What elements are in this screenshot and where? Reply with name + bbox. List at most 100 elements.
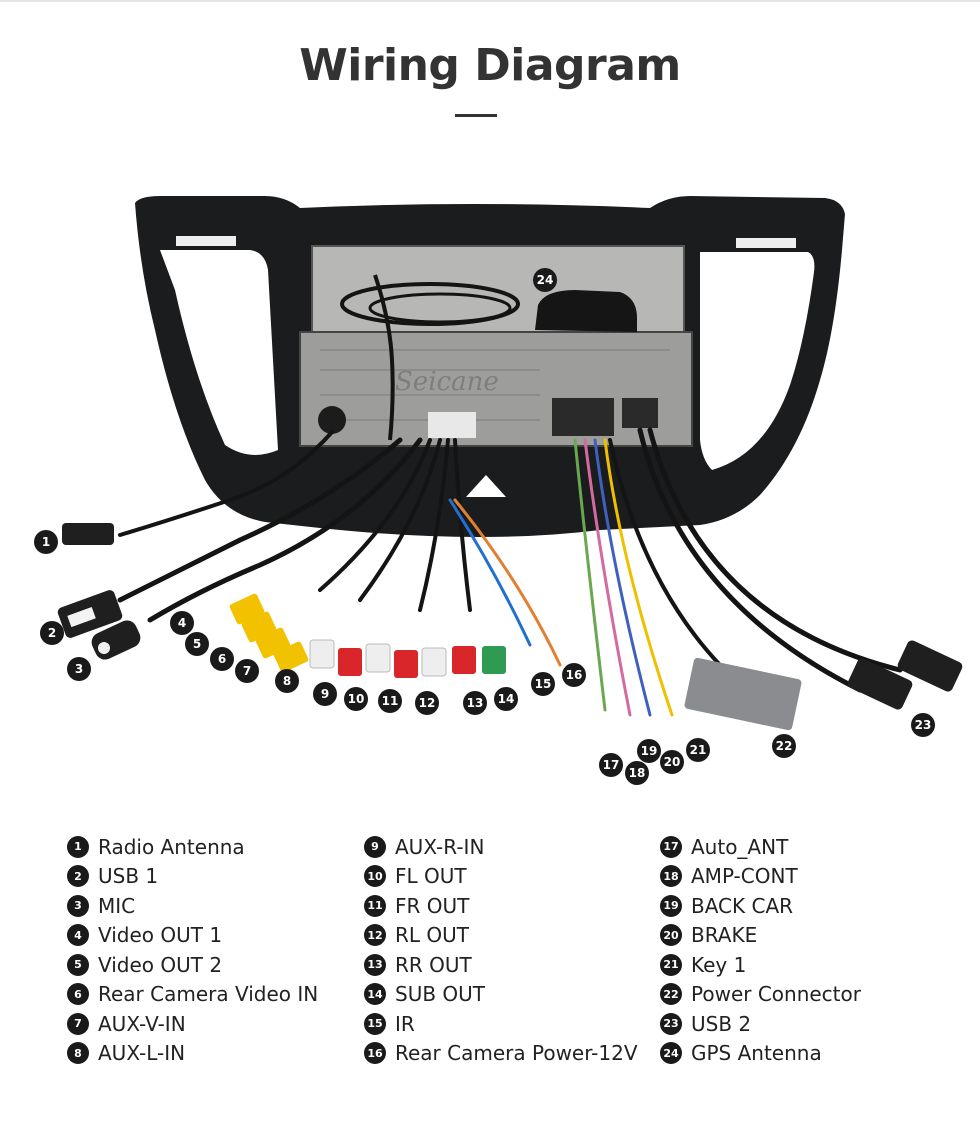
legend-label: Video OUT 2 [98, 952, 223, 977]
callout-5: 5 [185, 632, 209, 656]
rca-white-2 [365, 643, 391, 673]
legend-number: 4 [67, 924, 89, 947]
legend-label: AUX-V-IN [98, 1011, 186, 1036]
power-wires-2 [583, 438, 632, 717]
legend-number: 8 [67, 1042, 89, 1065]
power-connector-plug [684, 657, 802, 731]
callout-14: 14 [494, 687, 518, 711]
gps-cable-coil [340, 282, 520, 326]
callout-23: 23 [911, 713, 935, 737]
rca-white-1 [309, 639, 335, 669]
callout-17: 17 [599, 753, 623, 777]
power-wires [573, 438, 607, 712]
legend-label: FR OUT [395, 893, 470, 918]
callout-6: 6 [210, 647, 234, 671]
callout-21: 21 [686, 738, 710, 762]
legend-label: GPS Antenna [691, 1041, 822, 1066]
rca-connectors [229, 593, 506, 678]
legend-label: RL OUT [395, 923, 469, 948]
legend-label: SUB OUT [395, 982, 486, 1007]
legend-item: 12 RL OUT [364, 921, 638, 951]
watermark-text: Seicane [395, 367, 499, 397]
power-wires-3 [593, 438, 652, 717]
frame-slot-right [736, 238, 796, 248]
harness-connector-left [428, 412, 476, 438]
title-underline [455, 114, 497, 117]
power-connector-cable [608, 438, 722, 667]
callout-16: 16 [562, 663, 586, 687]
callout-12: 12 [415, 691, 439, 715]
radio-antenna-plug [62, 523, 114, 545]
legend-item: 22 Power Connector [660, 980, 861, 1010]
legend-item: 4 Video OUT 1 [67, 921, 318, 951]
callout-3: 3 [67, 657, 91, 681]
page-title: Wiring Diagram [299, 40, 681, 91]
callout-13: 13 [463, 691, 487, 715]
legend-item: 8 AUX-L-IN [67, 1039, 318, 1069]
frame-right-cutout [700, 252, 815, 470]
antenna-cable [118, 430, 334, 537]
callout-4: 4 [170, 611, 194, 635]
legend-number: 14 [364, 983, 386, 1006]
legend-label: AUX-L-IN [98, 1041, 186, 1066]
legend-label: BACK CAR [691, 893, 794, 918]
rca-yellow-4 [273, 641, 309, 673]
callout-1: 1 [34, 530, 58, 554]
callout-11: 11 [378, 689, 402, 713]
legend-label: Video OUT 1 [98, 923, 223, 948]
legend-label: BRAKE [691, 923, 758, 948]
power-harness-connector [552, 398, 614, 436]
gps-cable-coil-2 [368, 292, 512, 324]
rca-red-3 [452, 646, 476, 674]
legend-item: 19 BACK CAR [660, 891, 861, 921]
rca-red-1 [338, 648, 362, 676]
callout-22: 22 [772, 734, 796, 758]
legend-number: 13 [364, 953, 386, 976]
radio-antenna-jack [318, 406, 346, 434]
center-arrow-marker [466, 475, 506, 497]
legend-number: 23 [660, 1012, 682, 1035]
rca-white-3 [421, 647, 447, 677]
legend-label: Rear Camera Power-12V [395, 1041, 638, 1066]
legend-number: 10 [364, 865, 386, 888]
legend-label: Power Connector [691, 982, 861, 1007]
legend-item: 14 SUB OUT [364, 980, 638, 1010]
callout-20: 20 [660, 750, 684, 774]
ir-cable [448, 498, 532, 647]
legend-number: 12 [364, 924, 386, 947]
mic-cable [147, 437, 423, 623]
callout-7: 7 [235, 659, 259, 683]
top-divider [0, 0, 980, 2]
rca-bundle-cable-4 [453, 438, 472, 612]
legend-item: 5 Video OUT 2 [67, 950, 318, 980]
legend-number: 1 [67, 835, 89, 858]
legend-number: 5 [67, 953, 89, 976]
legend-number: 20 [660, 924, 682, 947]
callout-24: 24 [533, 268, 557, 292]
legend-label: RR OUT [395, 952, 472, 977]
usb2-plug-a [847, 658, 913, 710]
mic-jack-hole [98, 642, 110, 654]
legend-number: 18 [660, 865, 682, 888]
rca-bundle-cable-1 [318, 438, 432, 592]
callout-19: 19 [637, 739, 661, 763]
legend-label: MIC [98, 893, 136, 918]
legend-number: 19 [660, 894, 682, 917]
callout-9: 9 [313, 682, 337, 706]
legend-label: Auto_ANT [691, 834, 789, 859]
frame-left-cutout [160, 250, 278, 455]
legend-number: 22 [660, 983, 682, 1006]
